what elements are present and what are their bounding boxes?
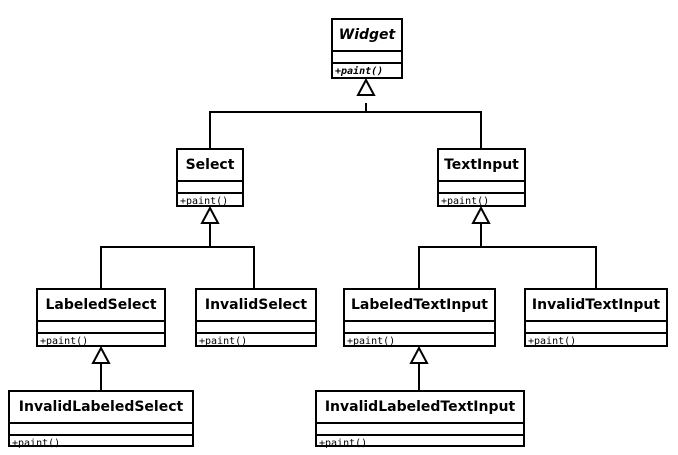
- class-labeledtextinput: LabeledTextInput +paint(): [343, 288, 496, 347]
- operation: +paint(): [528, 336, 577, 347]
- class-name: InvalidSelect: [197, 290, 315, 322]
- operation: +paint(): [180, 196, 229, 207]
- generalization-arrowhead-labeledtextinput: [409, 345, 429, 364]
- edge-widget-select: [209, 103, 367, 150]
- generalization-arrowhead-widget: [356, 77, 376, 96]
- class-name: LabeledSelect: [38, 290, 164, 322]
- edge-textinput-labeledtextinput: [418, 224, 482, 290]
- operation: +paint(): [40, 336, 89, 347]
- generalization-arrowhead-labeledselect: [91, 345, 111, 364]
- class-widget: Widget +paint(): [331, 18, 403, 79]
- class-invalidselect: InvalidSelect +paint(): [195, 288, 317, 347]
- edge-textinput-invalidtextinput: [481, 246, 597, 290]
- attributes-compartment: [197, 322, 315, 334]
- attributes-compartment: [317, 424, 523, 436]
- class-name: InvalidLabeledSelect: [10, 392, 192, 424]
- attributes-compartment: [345, 322, 494, 334]
- edge-select-invalidselect: [210, 246, 255, 290]
- attributes-compartment: [333, 52, 401, 64]
- class-invalidlabeledtextinput: InvalidLabeledTextInput +paint(): [315, 390, 525, 449]
- class-name: LabeledTextInput: [345, 290, 494, 322]
- operation: +paint(): [199, 336, 248, 347]
- attributes-compartment: [439, 182, 524, 194]
- operation: +paint(): [347, 336, 396, 347]
- generalization-arrowhead-textinput: [471, 205, 491, 224]
- class-name: InvalidTextInput: [526, 290, 666, 322]
- edge-widget-textinput: [366, 111, 482, 150]
- class-name: InvalidLabeledTextInput: [317, 392, 523, 424]
- class-select: Select +paint(): [176, 148, 244, 207]
- class-invalidtextinput: InvalidTextInput +paint(): [524, 288, 668, 347]
- operation: +paint(): [441, 196, 490, 207]
- class-name: Widget: [333, 20, 401, 52]
- class-invalidlabeledselect: InvalidLabeledSelect +paint(): [8, 390, 194, 449]
- generalization-arrowhead-select: [200, 205, 220, 224]
- operation: +paint(): [319, 438, 368, 449]
- operation: +paint(): [335, 66, 384, 77]
- class-textinput: TextInput +paint(): [437, 148, 526, 207]
- attributes-compartment: [10, 424, 192, 436]
- edge-select-labeledselect: [100, 224, 211, 290]
- class-name: TextInput: [439, 150, 524, 182]
- attributes-compartment: [178, 182, 242, 194]
- attributes-compartment: [38, 322, 164, 334]
- class-labeledselect: LabeledSelect +paint(): [36, 288, 166, 347]
- attributes-compartment: [526, 322, 666, 334]
- operation: +paint(): [12, 438, 61, 449]
- class-name: Select: [178, 150, 242, 182]
